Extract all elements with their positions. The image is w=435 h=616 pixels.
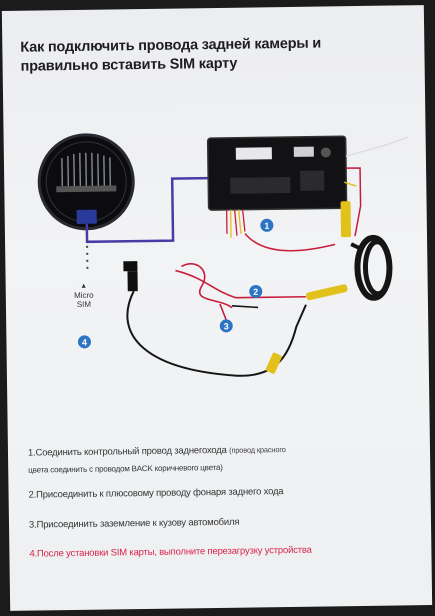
step-1-note-b: цвета соединить с проводом BACK коричнев… — [28, 462, 223, 475]
back-wire — [244, 233, 336, 252]
badge-3-label: 3 — [224, 321, 229, 331]
step-3: 3.Присоединить заземление к кузову автом… — [28, 516, 240, 531]
micro-sim-line-1: Micro — [73, 290, 94, 300]
instruction-sheet: Как подключить провода задней камеры и п… — [1, 5, 433, 611]
micro-sim-line-2: SIM — [76, 299, 92, 309]
badge-1: 1 — [260, 218, 274, 232]
badge-1-label: 1 — [264, 221, 269, 231]
badge-3: 3 — [219, 319, 233, 333]
power-plug-icon — [123, 261, 138, 292]
wiring-diagram: 1 2 3 4 — [37, 133, 408, 377]
badge-2-label: 2 — [253, 287, 258, 297]
yellow-connector-icon — [340, 201, 351, 238]
step-1-main: 1.Соединить контрольный провод заднегохо… — [27, 444, 227, 459]
sim-card-icon: ▲ Micro SIM — [62, 282, 106, 310]
badge-4-label: 4 — [82, 337, 87, 347]
step-4-warning: 4.После установки SIM карты, выполните п… — [29, 544, 312, 560]
camera-cable-icon — [350, 234, 393, 301]
arrow-up-icon: ▲ — [80, 282, 88, 290]
center-yellow-connector — [305, 284, 348, 301]
step-2: 2.Присоединить к плюсовому проводу фонар… — [28, 486, 284, 501]
purple-wire — [85, 176, 209, 244]
step-1-note-a: (провод красного — [229, 445, 286, 455]
step-1: 1.Соединить контрольный провод заднегохо… — [28, 441, 408, 459]
badge-2: 2 — [249, 284, 263, 298]
connector-circle-icon — [37, 133, 135, 231]
head-unit-icon — [206, 135, 348, 238]
badge-4: 4 — [77, 335, 91, 349]
